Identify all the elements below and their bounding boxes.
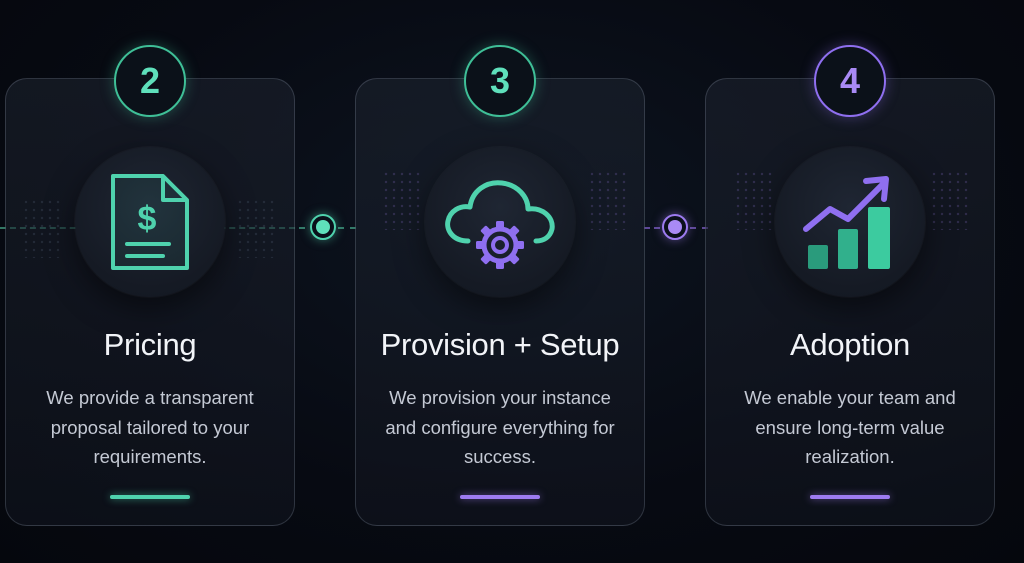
icon-container bbox=[775, 147, 925, 297]
step-card-pricing: 2 $ Pricing We provide a transparent pro… bbox=[5, 45, 295, 526]
step-description: We provision your instance and configure… bbox=[385, 387, 615, 467]
step-number: 4 bbox=[839, 60, 861, 101]
accent-underline bbox=[110, 495, 190, 499]
growth-chart-icon bbox=[803, 176, 890, 269]
connector-3-4 bbox=[690, 227, 708, 229]
step-title: Pricing bbox=[103, 327, 197, 362]
step-number: 2 bbox=[139, 60, 161, 101]
invoice-dollar-icon: $ bbox=[111, 174, 189, 270]
connector-1-2 bbox=[338, 227, 356, 229]
svg-text:$: $ bbox=[138, 200, 157, 238]
step-number-badge: 4 bbox=[814, 45, 886, 117]
icon-container: $ bbox=[75, 147, 225, 297]
cloud-gear-icon bbox=[445, 180, 555, 269]
step-number-badge: 2 bbox=[114, 45, 186, 117]
icon-container bbox=[425, 147, 575, 297]
connector-2-3 bbox=[644, 227, 660, 229]
connector-node-purple bbox=[662, 214, 688, 240]
step-card-provision: 3 bbox=[355, 45, 645, 526]
step-title: Adoption bbox=[790, 327, 910, 362]
step-title: Provision + Setup bbox=[380, 327, 620, 362]
step-description: We enable your team and ensure long-term… bbox=[744, 387, 956, 467]
step-card-adoption: 4 Adoption We enable your team and ensur… bbox=[705, 45, 995, 526]
connector-node-teal bbox=[310, 214, 336, 240]
step-number: 3 bbox=[489, 60, 511, 101]
accent-underline bbox=[810, 495, 890, 499]
step-description: We provide a transparent proposal tailor… bbox=[46, 387, 254, 467]
step-number-badge: 3 bbox=[464, 45, 536, 117]
accent-underline bbox=[460, 495, 540, 499]
